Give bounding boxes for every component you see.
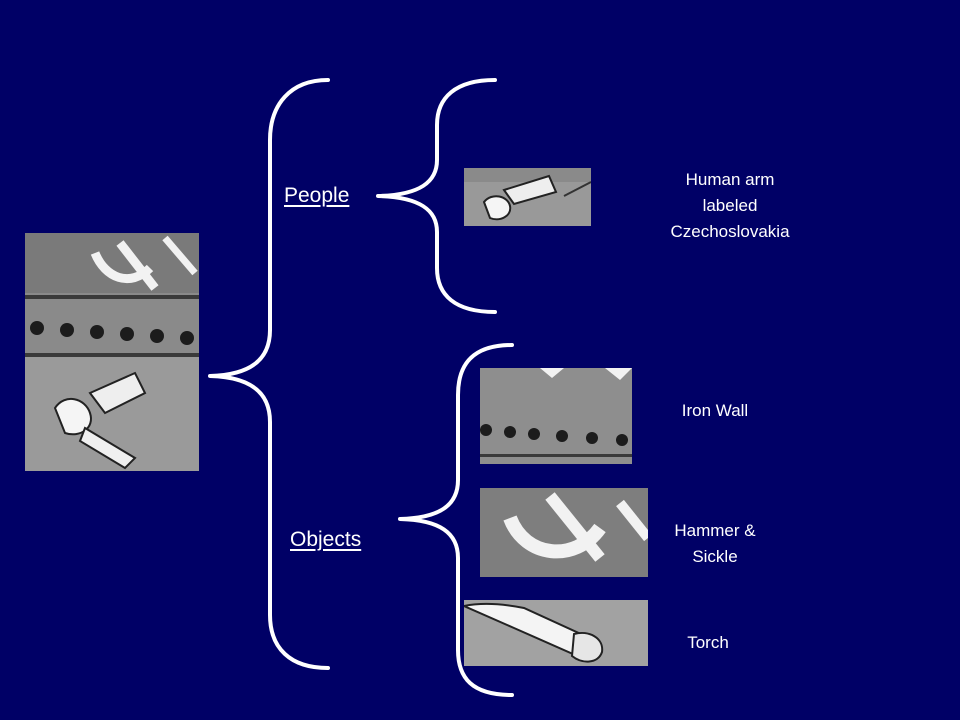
hammer-sickle-label-line-1: Hammer &	[674, 521, 756, 540]
human-arm-label-line-1: Human arm	[685, 170, 775, 189]
iron-wall-image	[480, 368, 632, 464]
main-cartoon-image	[25, 233, 199, 471]
human-arm-label: Human arm labeled Czechoslovakia	[640, 167, 820, 245]
iron-wall-label: Iron Wall	[681, 401, 749, 420]
main-brace	[208, 78, 330, 670]
human-arm-image	[464, 168, 591, 226]
people-heading: People	[284, 184, 350, 207]
objects-heading: Objects	[290, 528, 362, 551]
hammer-sickle-image	[480, 488, 648, 577]
human-arm-label-line-3: Czechoslovakia	[670, 222, 790, 241]
human-arm-label-line-2: labeled	[702, 196, 758, 215]
hammer-sickle-label: Hammer & Sickle	[660, 518, 770, 570]
torch-label: Torch	[687, 633, 729, 652]
hammer-sickle-label-line-2: Sickle	[692, 547, 738, 566]
torch-image	[464, 600, 648, 666]
objects-brace	[398, 343, 514, 697]
people-brace	[376, 78, 497, 314]
